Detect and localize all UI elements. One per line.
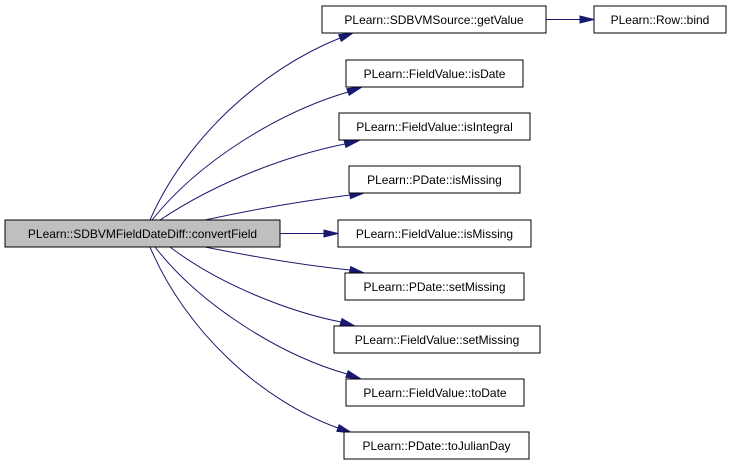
edge-arrowhead bbox=[346, 86, 363, 97]
edge-root-to-get-value bbox=[149, 32, 354, 221]
edge-line bbox=[204, 194, 351, 221]
node-root[interactable]: PLearn::SDBVMFieldDateDiff::convertField bbox=[4, 219, 281, 248]
edge-line bbox=[169, 246, 342, 323]
edge-line bbox=[149, 37, 341, 221]
node-row-bind-box bbox=[593, 5, 727, 34]
node-row-bind-label: PLearn::Row::bind bbox=[611, 13, 710, 27]
edge-arrowhead bbox=[348, 265, 365, 274]
node-field-is-missing-label: PLearn::FieldValue::isMissing bbox=[356, 227, 513, 241]
edge-arrowhead bbox=[345, 369, 362, 380]
edge-root-to-pdate-is-missing bbox=[204, 190, 365, 221]
edge-line bbox=[151, 91, 349, 221]
node-pdate-set-missing[interactable]: PLearn::PDate::setMissing bbox=[344, 272, 525, 301]
node-pdate-is-missing-label: PLearn::PDate::isMissing bbox=[367, 173, 502, 187]
node-is-date-label: PLearn::FieldValue::isDate bbox=[364, 67, 506, 81]
node-is-integral-label: PLearn::FieldValue::isIntegral bbox=[356, 120, 513, 134]
edge-arrowhead bbox=[323, 229, 339, 238]
node-is-date-box bbox=[345, 59, 524, 88]
edge-arrowhead bbox=[337, 32, 354, 43]
node-is-date[interactable]: PLearn::FieldValue::isDate bbox=[345, 59, 524, 88]
edge-root-to-field-is-missing bbox=[280, 229, 339, 238]
node-to-date-box bbox=[345, 378, 525, 407]
edge-root-to-pdate-set-missing bbox=[204, 246, 365, 274]
node-is-integral[interactable]: PLearn::FieldValue::isIntegral bbox=[338, 112, 531, 141]
node-field-set-missing-label: PLearn::FieldValue::setMissing bbox=[355, 333, 520, 347]
node-pdate-set-missing-label: PLearn::PDate::setMissing bbox=[363, 280, 505, 294]
node-to-date-label: PLearn::FieldValue::toDate bbox=[363, 386, 507, 400]
node-field-is-missing-box bbox=[337, 219, 532, 248]
node-get-value-box bbox=[321, 5, 547, 34]
node-field-set-missing-box bbox=[333, 325, 541, 354]
node-pdate-is-missing[interactable]: PLearn::PDate::isMissing bbox=[348, 165, 521, 194]
node-row-bind[interactable]: PLearn::Row::bind bbox=[593, 5, 727, 34]
node-to-julian-day[interactable]: PLearn::PDate::toJulianDay bbox=[343, 431, 530, 460]
edge-line bbox=[154, 246, 348, 375]
node-root-box bbox=[4, 219, 281, 248]
edge-root-to-field-set-missing bbox=[169, 246, 356, 327]
node-pdate-set-missing-box bbox=[344, 272, 525, 301]
node-get-value-label: PLearn::SDBVMSource::getValue bbox=[344, 13, 524, 27]
node-pdate-is-missing-box bbox=[348, 165, 521, 194]
edge-get-value-to-row-bind bbox=[546, 15, 595, 24]
edge-line bbox=[149, 246, 339, 429]
edge-line bbox=[159, 143, 346, 221]
edge-arrowhead bbox=[343, 139, 361, 149]
edge-line bbox=[204, 246, 351, 271]
node-get-value[interactable]: PLearn::SDBVMSource::getValue bbox=[321, 5, 547, 34]
node-to-julian-day-box bbox=[343, 431, 530, 460]
node-root-label: PLearn::SDBVMFieldDateDiff::convertField bbox=[28, 227, 257, 241]
edge-root-to-is-date bbox=[151, 86, 363, 221]
edge-arrowhead bbox=[579, 15, 595, 24]
node-is-integral-box bbox=[338, 112, 531, 141]
node-to-date[interactable]: PLearn::FieldValue::toDate bbox=[345, 378, 525, 407]
node-field-is-missing[interactable]: PLearn::FieldValue::isMissing bbox=[337, 219, 532, 248]
edges-layer bbox=[149, 15, 595, 434]
node-field-set-missing[interactable]: PLearn::FieldValue::setMissing bbox=[333, 325, 541, 354]
edge-arrowhead bbox=[339, 317, 356, 327]
node-to-julian-day-label: PLearn::PDate::toJulianDay bbox=[362, 439, 510, 453]
edge-root-to-to-date bbox=[154, 246, 362, 380]
